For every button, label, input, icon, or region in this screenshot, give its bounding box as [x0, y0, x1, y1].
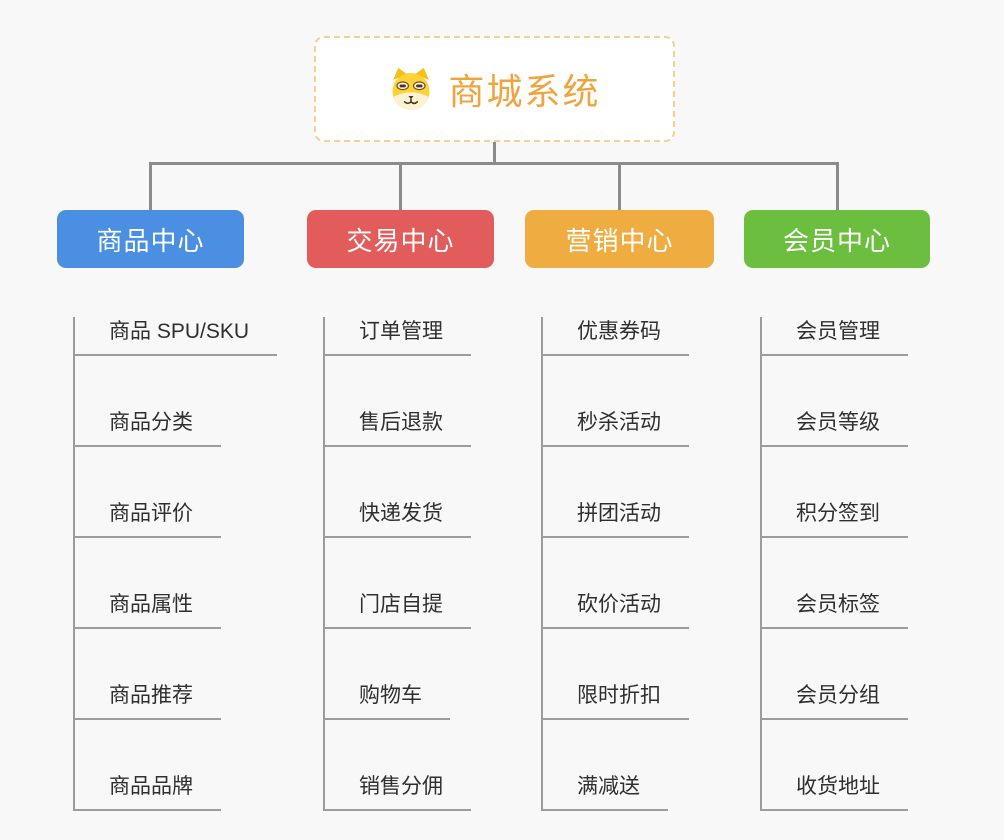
leaf-node[interactable]: 商品 SPU/SKU	[75, 317, 278, 356]
branch-product-center: 商品中心 商品 SPU/SKU 商品分类 商品评价 商品属性 商品推荐 商品品牌	[57, 210, 278, 811]
root-node[interactable]: 商城系统	[314, 36, 675, 142]
branch-member-center: 会员中心 会员管理 会员等级 积分签到 会员标签 会员分组 收货地址	[744, 210, 930, 811]
branch-trade-center: 交易中心 订单管理 售后退款 快递发货 门店自提 购物车 销售分佣	[307, 210, 494, 811]
branch-children-trade-center: 订单管理 售后退款 快递发货 门店自提 购物车 销售分佣	[323, 317, 471, 811]
leaf-node[interactable]: 会员分组	[762, 681, 908, 720]
leaf-node[interactable]: 门店自提	[325, 590, 471, 629]
connector-root-stub	[493, 142, 496, 163]
leaf-node[interactable]: 售后退款	[325, 408, 471, 447]
leaf-node[interactable]: 会员等级	[762, 408, 908, 447]
leaf-node[interactable]: 满减送	[543, 772, 668, 811]
leaf-node[interactable]: 商品评价	[75, 499, 221, 538]
leaf-node[interactable]: 快递发货	[325, 499, 471, 538]
root-title: 商城系统	[448, 71, 601, 112]
branch-header-member-center[interactable]: 会员中心	[744, 210, 930, 268]
leaf-node[interactable]: 购物车	[325, 681, 450, 720]
connector-drop-marketing	[618, 162, 621, 210]
branch-children-product-center: 商品 SPU/SKU 商品分类 商品评价 商品属性 商品推荐 商品品牌	[73, 317, 278, 811]
dog-face-icon	[392, 67, 431, 111]
leaf-node[interactable]: 商品推荐	[75, 681, 221, 720]
branch-header-marketing-center[interactable]: 营销中心	[525, 210, 714, 268]
branch-marketing-center: 营销中心 优惠券码 秒杀活动 拼团活动 砍价活动 限时折扣 满减送	[525, 210, 714, 811]
leaf-node[interactable]: 订单管理	[325, 317, 471, 356]
branch-children-marketing-center: 优惠券码 秒杀活动 拼团活动 砍价活动 限时折扣 满减送	[541, 317, 689, 811]
leaf-node[interactable]: 会员管理	[762, 317, 908, 356]
leaf-node[interactable]: 商品属性	[75, 590, 221, 629]
branch-children-member-center: 会员管理 会员等级 积分签到 会员标签 会员分组 收货地址	[760, 317, 908, 811]
leaf-node[interactable]: 积分签到	[762, 499, 908, 538]
leaf-node[interactable]: 商品品牌	[75, 772, 221, 811]
branch-header-product-center[interactable]: 商品中心	[57, 210, 244, 268]
leaf-node[interactable]: 秒杀活动	[543, 408, 689, 447]
connector-drop-member	[836, 162, 839, 210]
leaf-node[interactable]: 销售分佣	[325, 772, 471, 811]
leaf-node[interactable]: 拼团活动	[543, 499, 689, 538]
leaf-node[interactable]: 限时折扣	[543, 681, 689, 720]
leaf-node[interactable]: 会员标签	[762, 590, 908, 629]
connector-drop-trade	[399, 162, 402, 210]
leaf-node[interactable]: 优惠券码	[543, 317, 689, 356]
leaf-node[interactable]: 商品分类	[75, 408, 221, 447]
leaf-node[interactable]: 收货地址	[762, 772, 908, 811]
leaf-node[interactable]: 砍价活动	[543, 590, 689, 629]
connector-horizontal	[149, 162, 839, 165]
branch-header-trade-center[interactable]: 交易中心	[307, 210, 494, 268]
connector-drop-product	[149, 162, 152, 210]
